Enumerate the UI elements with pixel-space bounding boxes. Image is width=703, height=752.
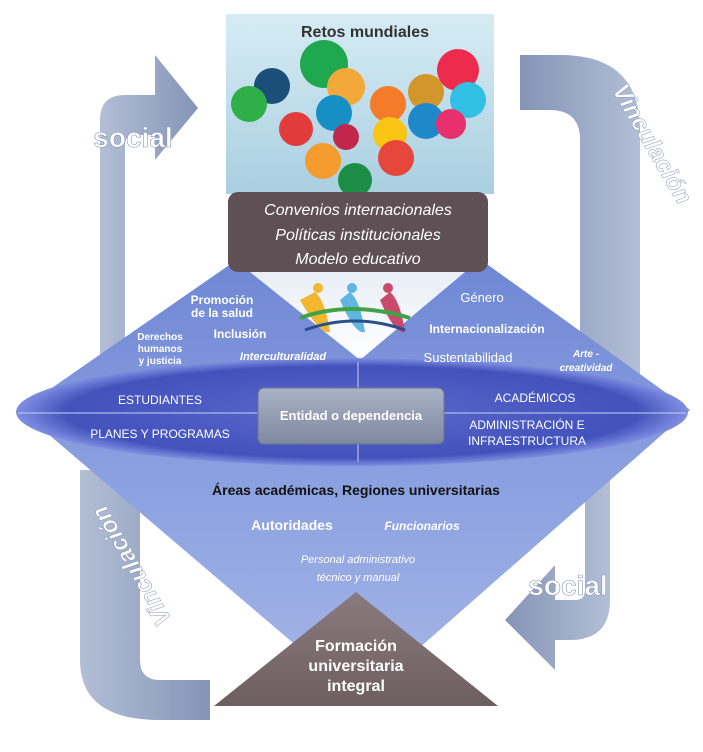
theme-derechos-2: humanos <box>138 344 183 355</box>
policy-line-2: Políticas institucionales <box>275 227 440 244</box>
bubble <box>408 74 444 110</box>
theme-sustentabilidad: Sustentabilidad <box>424 350 513 365</box>
bubbles <box>231 40 486 197</box>
formacion-line-1: Formación <box>315 638 397 655</box>
bubble <box>378 140 414 176</box>
arrow-bottom-left <box>80 470 210 720</box>
bubble <box>450 82 486 118</box>
formacion-line-3: integral <box>327 678 385 695</box>
policy-line-3: Modelo educativo <box>295 251 421 268</box>
theme-interculturalidad: Interculturalidad <box>240 351 326 363</box>
theme-inclusion: Inclusión <box>214 327 267 341</box>
bubble <box>338 163 372 197</box>
policy-box <box>228 192 488 272</box>
center-box <box>257 387 445 445</box>
bubble <box>305 143 341 179</box>
areas-label: Áreas académicas, Regiones universitaria… <box>212 482 500 498</box>
arrow-label-social-left: social <box>93 122 172 153</box>
quadrant-admin-2: INFRAESTRUCTURA <box>468 434 586 448</box>
theme-arte-1: Arte - <box>572 349 600 360</box>
quadrant-estudiantes: ESTUDIANTES <box>118 393 202 407</box>
people-logo-icon <box>299 283 411 333</box>
formacion-line-2: universitaria <box>308 658 403 675</box>
bubble <box>436 109 466 139</box>
bubble <box>231 86 267 122</box>
theme-arte-2: creatividad <box>560 363 614 374</box>
arrow-top-right <box>520 55 640 430</box>
theme-derechos-1: Derechos <box>137 332 183 343</box>
arrow-label-social-right: social <box>528 570 607 601</box>
funcionarios-label: Funcionarios <box>384 519 460 533</box>
center-box-label: Entidad o dependencia <box>280 408 423 423</box>
policy-line-1: Convenios internacionales <box>264 202 452 219</box>
theme-internacionalizacion: Internacionalización <box>429 322 544 336</box>
autoridades-label: Autoridades <box>251 517 333 533</box>
theme-derechos-3: y justicia <box>139 356 182 367</box>
bubble <box>333 124 359 150</box>
theme-promocion-1: Promoción <box>191 293 254 307</box>
quadrant-admin-1: ADMINISTRACIÓN E <box>469 417 584 432</box>
bottom-triangle <box>214 592 498 706</box>
arrow-bottom-right <box>505 420 610 670</box>
quadrant-academicos: ACADÉMICOS <box>495 390 576 405</box>
bubble <box>279 112 313 146</box>
theme-genero: Género <box>460 290 503 305</box>
funnel-triangle <box>20 252 690 700</box>
bubble <box>370 86 406 122</box>
bubble <box>316 95 352 131</box>
personal-line-1: Personal administrativo <box>301 554 415 566</box>
quadrant-planes: PLANES Y PROGRAMAS <box>90 427 230 441</box>
bubble <box>408 103 444 139</box>
theme-promocion-2: de la salud <box>191 306 253 320</box>
retos-title: Retos mundiales <box>301 24 429 41</box>
personal-line-2: técnico y manual <box>317 572 400 584</box>
bubble <box>437 49 479 91</box>
